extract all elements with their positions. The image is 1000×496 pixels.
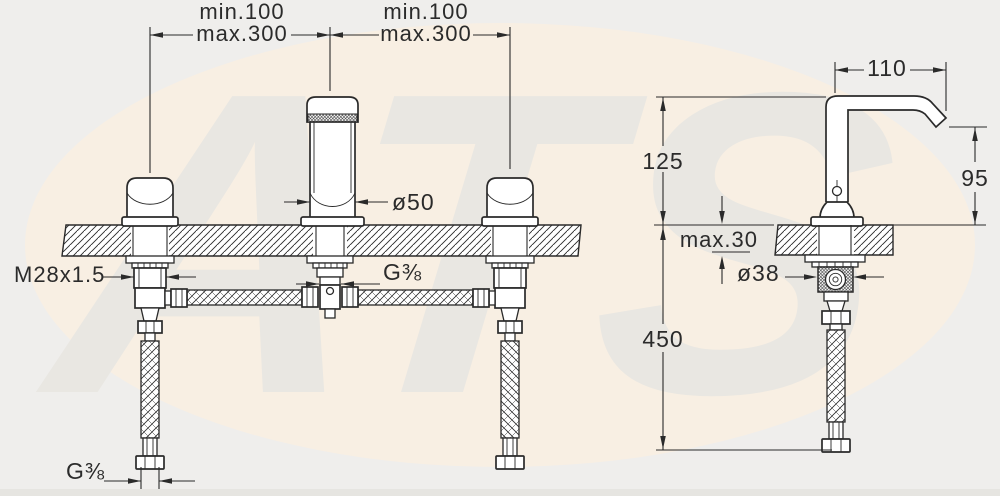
hose-collar	[829, 323, 843, 331]
handle-base	[121, 216, 179, 227]
tee-neck	[316, 267, 344, 278]
dim-outlet-height-label: 95	[961, 165, 989, 191]
dim-spout-reach-label: 110	[867, 55, 907, 81]
watermark-bottom-band	[0, 489, 1000, 496]
lower-nut	[821, 310, 851, 325]
dim-body-diameter-label: ø38	[737, 260, 780, 286]
valve-handle	[126, 177, 174, 219]
spout-stem-side	[818, 225, 852, 255]
dim-left-spacing-min-label: min.100	[199, 0, 284, 24]
spout-bell	[819, 201, 855, 219]
spout-assembly-front	[300, 96, 365, 319]
valve-stem	[132, 226, 168, 256]
dim-counter-thickness-label: max.30	[680, 227, 758, 252]
tee-outlet-outer	[824, 268, 847, 291]
set-screw	[831, 185, 843, 197]
hose-end-nut	[135, 455, 165, 470]
dim-right-spacing-min-label: min.100	[383, 0, 468, 24]
dim-spout-height-label: 125	[642, 148, 683, 174]
tee-port	[164, 290, 172, 306]
left-tee-nut	[301, 286, 319, 308]
reducer-top	[823, 291, 849, 302]
spout-base	[300, 216, 365, 227]
reducer	[826, 300, 846, 312]
spout-flange	[810, 216, 864, 227]
hose-collar	[144, 332, 156, 342]
tee-stub	[324, 308, 336, 319]
counter-hole	[313, 225, 347, 256]
flexible-hose	[140, 340, 160, 439]
right-horizontal-hose	[357, 289, 474, 306]
left-horizontal-hose	[186, 289, 303, 306]
hose-ferrule	[142, 437, 158, 457]
hose-ferrule	[828, 421, 844, 440]
dim-valve-thread-label: M28x1.5	[14, 262, 105, 287]
washer	[306, 255, 354, 264]
reducer	[140, 307, 160, 322]
dim-spout-diameter-label: ø50	[392, 189, 435, 215]
front-view	[61, 96, 582, 470]
spout-column	[309, 121, 356, 219]
dim-left-spacing-max-label: max.300	[196, 21, 287, 46]
aerator-knurl	[307, 113, 358, 123]
handle-contour	[126, 192, 174, 205]
lock-ring	[312, 262, 348, 269]
lower-nut	[137, 320, 163, 334]
dim-right-spacing-max-label: max.300	[380, 21, 471, 46]
counter-hole	[131, 225, 169, 256]
side-view	[774, 95, 948, 453]
washer	[804, 254, 866, 263]
right-tee-nut	[341, 286, 359, 308]
dimension-lines: min.100 max.300 min.100 max.300 ø50 M28x…	[14, 0, 989, 489]
dim-hose-length-label: 450	[642, 326, 683, 352]
hose-end-nut	[821, 438, 851, 453]
flexible-hose-side	[826, 329, 846, 423]
washer	[125, 255, 175, 264]
tee-detail	[325, 286, 335, 296]
left-valve-assembly	[121, 177, 188, 470]
tee-body	[134, 287, 166, 309]
tee-waist	[319, 276, 341, 286]
counter-hole	[817, 225, 854, 255]
tee-outlet-mid	[828, 272, 843, 287]
spout-stem	[315, 226, 345, 256]
hose-compression-nut	[170, 288, 188, 308]
dim-hose-end-thread-label: G⅜	[66, 458, 105, 484]
tee-outlet-inner	[832, 276, 839, 283]
dim-hose-thread-label: G⅜	[383, 259, 422, 285]
